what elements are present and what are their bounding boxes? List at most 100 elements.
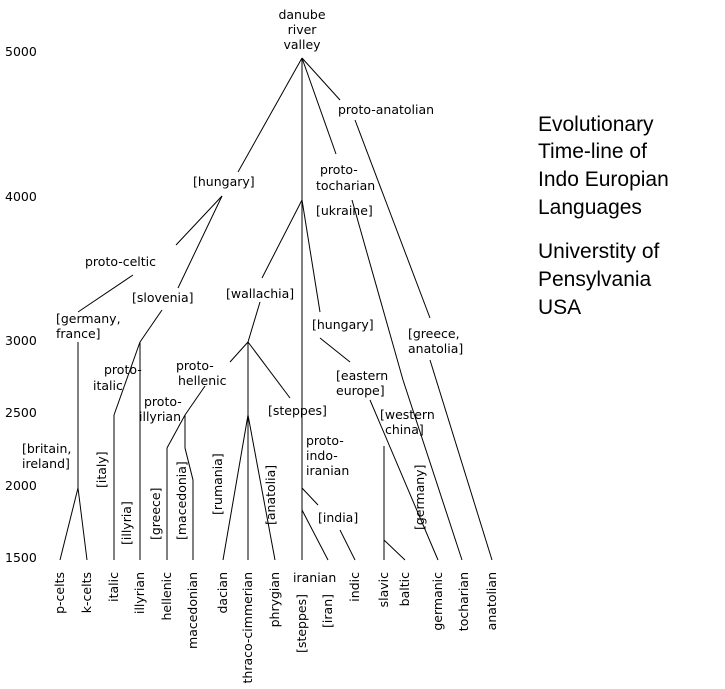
root-node: danube river valley (278, 7, 325, 52)
edge (301, 199, 321, 313)
node-proto-tocharian: proto- (320, 162, 358, 177)
language-p-celts: p-celts (52, 572, 67, 614)
language-iranian: iranian (293, 570, 336, 585)
node-eastern-europe: [eastern (336, 368, 388, 383)
region-germany: [germany] (412, 465, 427, 530)
node-hungary-2: [hungary] (312, 317, 374, 332)
language-illyrian: illyrian (132, 572, 147, 614)
title-line: Evolutionary (538, 113, 654, 136)
time-axis: 5000 4000 3000 2500 2000 1500 (5, 44, 37, 565)
node-proto-italic: italic (93, 378, 123, 393)
language-tocharian: tocharian (456, 572, 471, 631)
root-label: danube (278, 7, 325, 22)
language-macedonian: macedonian (185, 572, 200, 649)
node-hungary: [hungary] (193, 174, 255, 189)
node-proto-illyrian: illyrian (139, 409, 181, 424)
year-label: 2500 (5, 405, 37, 420)
region-illyria: [illyria] (119, 501, 134, 545)
node-western-china: china] (385, 422, 424, 437)
edge (166, 414, 186, 449)
node-proto-indo-iranian: iranian (306, 463, 349, 478)
node-slovenia: [slovenia] (132, 290, 194, 305)
edge (301, 509, 329, 561)
edge (339, 529, 356, 561)
language-k-celts: k-celts (79, 572, 94, 613)
credit-block: Universtity of Pensylvania USA (538, 240, 660, 319)
region-greece: [greece] (148, 488, 163, 541)
year-label: 1500 (5, 550, 37, 565)
node-proto-illyrian: proto- (144, 394, 182, 409)
node-proto-hellenic: hellenic (178, 373, 227, 388)
root-label: river (288, 22, 318, 37)
node-labels: proto-anatolian [hungary] proto- tochari… (22, 102, 463, 525)
language-indic: indic (347, 572, 362, 602)
year-label: 3000 (5, 333, 37, 348)
node-germany-france: france] (56, 326, 101, 341)
node-ukraine: [ukraine] (316, 203, 373, 218)
language-labels: p-celts k-celts italic illyrian hellenic… (52, 570, 499, 683)
edge (229, 341, 249, 363)
edge (354, 119, 431, 319)
node-britain-ireland: [britain, (22, 441, 71, 456)
root-label: valley (283, 37, 321, 52)
title-line: Indo Europian (538, 168, 669, 191)
edge (184, 385, 206, 416)
credit-line: USA (538, 296, 581, 319)
node-proto-celtic: proto-celtic (85, 254, 156, 269)
edge (301, 487, 319, 506)
language-dacian: dacian (215, 572, 230, 614)
edge (301, 57, 337, 155)
node-britain-ireland: ireland] (22, 456, 70, 471)
year-label: 2000 (5, 478, 37, 493)
edge (319, 337, 351, 363)
node-proto-anatolian: proto-anatolian (338, 102, 434, 117)
node-wallachia: [wallachia] (226, 286, 294, 301)
edge (175, 195, 223, 246)
title-block: Evolutionary Time-line of Indo Europian … (538, 113, 669, 219)
edge (59, 487, 79, 561)
language-phrygian: phrygian (267, 572, 282, 627)
edge (429, 359, 493, 561)
node-western-china: [western (380, 407, 435, 422)
title-line: Time-line of (538, 140, 647, 163)
edge (77, 274, 134, 313)
edge (351, 199, 404, 381)
edge (237, 57, 303, 173)
edge (77, 487, 88, 561)
node-proto-hellenic: proto- (176, 358, 214, 373)
node-proto-italic: proto- (104, 362, 142, 377)
edge (261, 199, 303, 279)
node-proto-indo-iranian: proto- (306, 433, 344, 448)
language-italic: italic (106, 572, 121, 602)
node-greece-anatolia: anatolia] (408, 341, 463, 356)
edge (383, 539, 406, 561)
edge (222, 414, 249, 561)
vertical-region-labels: [italy] [illyria] [greece] [macedonia] [… (94, 451, 427, 545)
node-greece-anatolia: [greece, (408, 326, 460, 341)
edge (247, 414, 276, 561)
language-hellenic: hellenic (159, 572, 174, 621)
edge (113, 341, 141, 416)
region-anatolia: [anatolia] (263, 465, 278, 525)
language-thraco-cimmerian: thraco-cimmerian (240, 572, 255, 683)
year-label: 5000 (5, 44, 37, 59)
node-proto-indo-iranian: indo- (306, 448, 338, 463)
language-germanic: germanic (430, 572, 445, 631)
node-steppes: [steppes] (268, 403, 327, 418)
edge (247, 341, 291, 399)
language-anatolian: anatolian (484, 572, 499, 630)
edge (177, 195, 223, 289)
region-macedonia: [macedonia] (174, 461, 189, 540)
node-proto-tocharian: tocharian (316, 178, 375, 193)
region-italy: [italy] (94, 451, 109, 488)
node-india: [india] (318, 510, 358, 525)
language-slavic: slavic (376, 572, 391, 608)
language-iranian-iran: [iran] (320, 594, 335, 628)
credit-line: Universtity of (538, 240, 660, 263)
edge (369, 399, 439, 561)
region-rumania: [rumania] (210, 453, 225, 515)
language-iranian-steppes: [steppes] (294, 594, 309, 653)
year-label: 4000 (5, 189, 37, 204)
tree-lines (59, 57, 493, 561)
